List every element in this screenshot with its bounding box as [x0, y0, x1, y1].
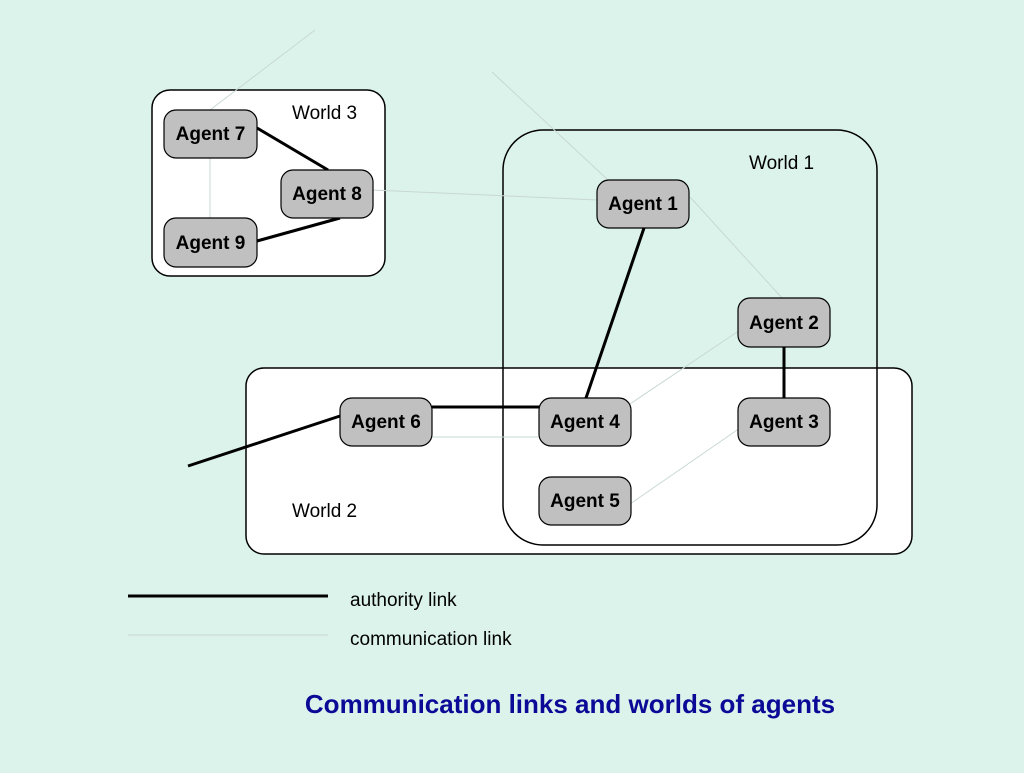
agent-7-label: Agent 7: [176, 124, 246, 145]
agent-3-label: Agent 3: [749, 412, 819, 433]
agent-4-node: Agent 4: [538, 397, 632, 447]
agent-3-node: Agent 3: [737, 397, 831, 447]
world-1-box: [502, 129, 878, 546]
authority-link-offscreen-agent6: [187, 414, 341, 468]
agent-6-label: Agent 6: [351, 412, 421, 433]
authority-links: [187, 126, 786, 468]
agent-4-label: Agent 4: [550, 412, 620, 433]
comm-link-offscreen-agent7: [209, 29, 316, 111]
legend: authority link communication link: [128, 590, 512, 650]
authority-link-agent7-agent8: [256, 126, 329, 172]
comm-link-agent2-agent4: [629, 329, 741, 405]
agent-6-node: Agent 6: [339, 397, 433, 447]
comm-link-agent3-agent5: [629, 427, 741, 505]
authority-link-agent1-agent4: [584, 227, 646, 399]
agent-9-label: Agent 9: [176, 233, 246, 254]
world-2-label: World 2: [292, 501, 357, 522]
world-3-label: World 3: [292, 103, 357, 124]
world-2-box: [245, 367, 913, 555]
comm-link-offscreen-agent1: [491, 71, 609, 181]
agent-5-label: Agent 5: [550, 491, 620, 512]
agent-1-label: Agent 1: [608, 194, 678, 215]
diagram-caption: Communication links and worlds of agents: [305, 689, 835, 719]
agent-8-node: Agent 8: [280, 169, 374, 219]
agent-2-label: Agent 2: [749, 313, 819, 334]
agent-9-node: Agent 9: [163, 217, 258, 268]
agent-2-node: Agent 2: [737, 297, 831, 348]
comm-link-agent1-agent2: [689, 196, 783, 299]
world-1-label: World 1: [749, 153, 814, 174]
legend-communication-label: communication link: [350, 629, 512, 650]
agent-5-node: Agent 5: [538, 476, 632, 526]
legend-authority-label: authority link: [350, 590, 457, 611]
comm-link-agent8-agent1: [371, 189, 599, 201]
communication-links: [209, 29, 783, 505]
agent-1-node: Agent 1: [596, 179, 690, 229]
agent-8-label: Agent 8: [292, 184, 362, 205]
authority-link-agent9-agent8: [256, 216, 341, 243]
agent-7-node: Agent 7: [163, 109, 258, 159]
